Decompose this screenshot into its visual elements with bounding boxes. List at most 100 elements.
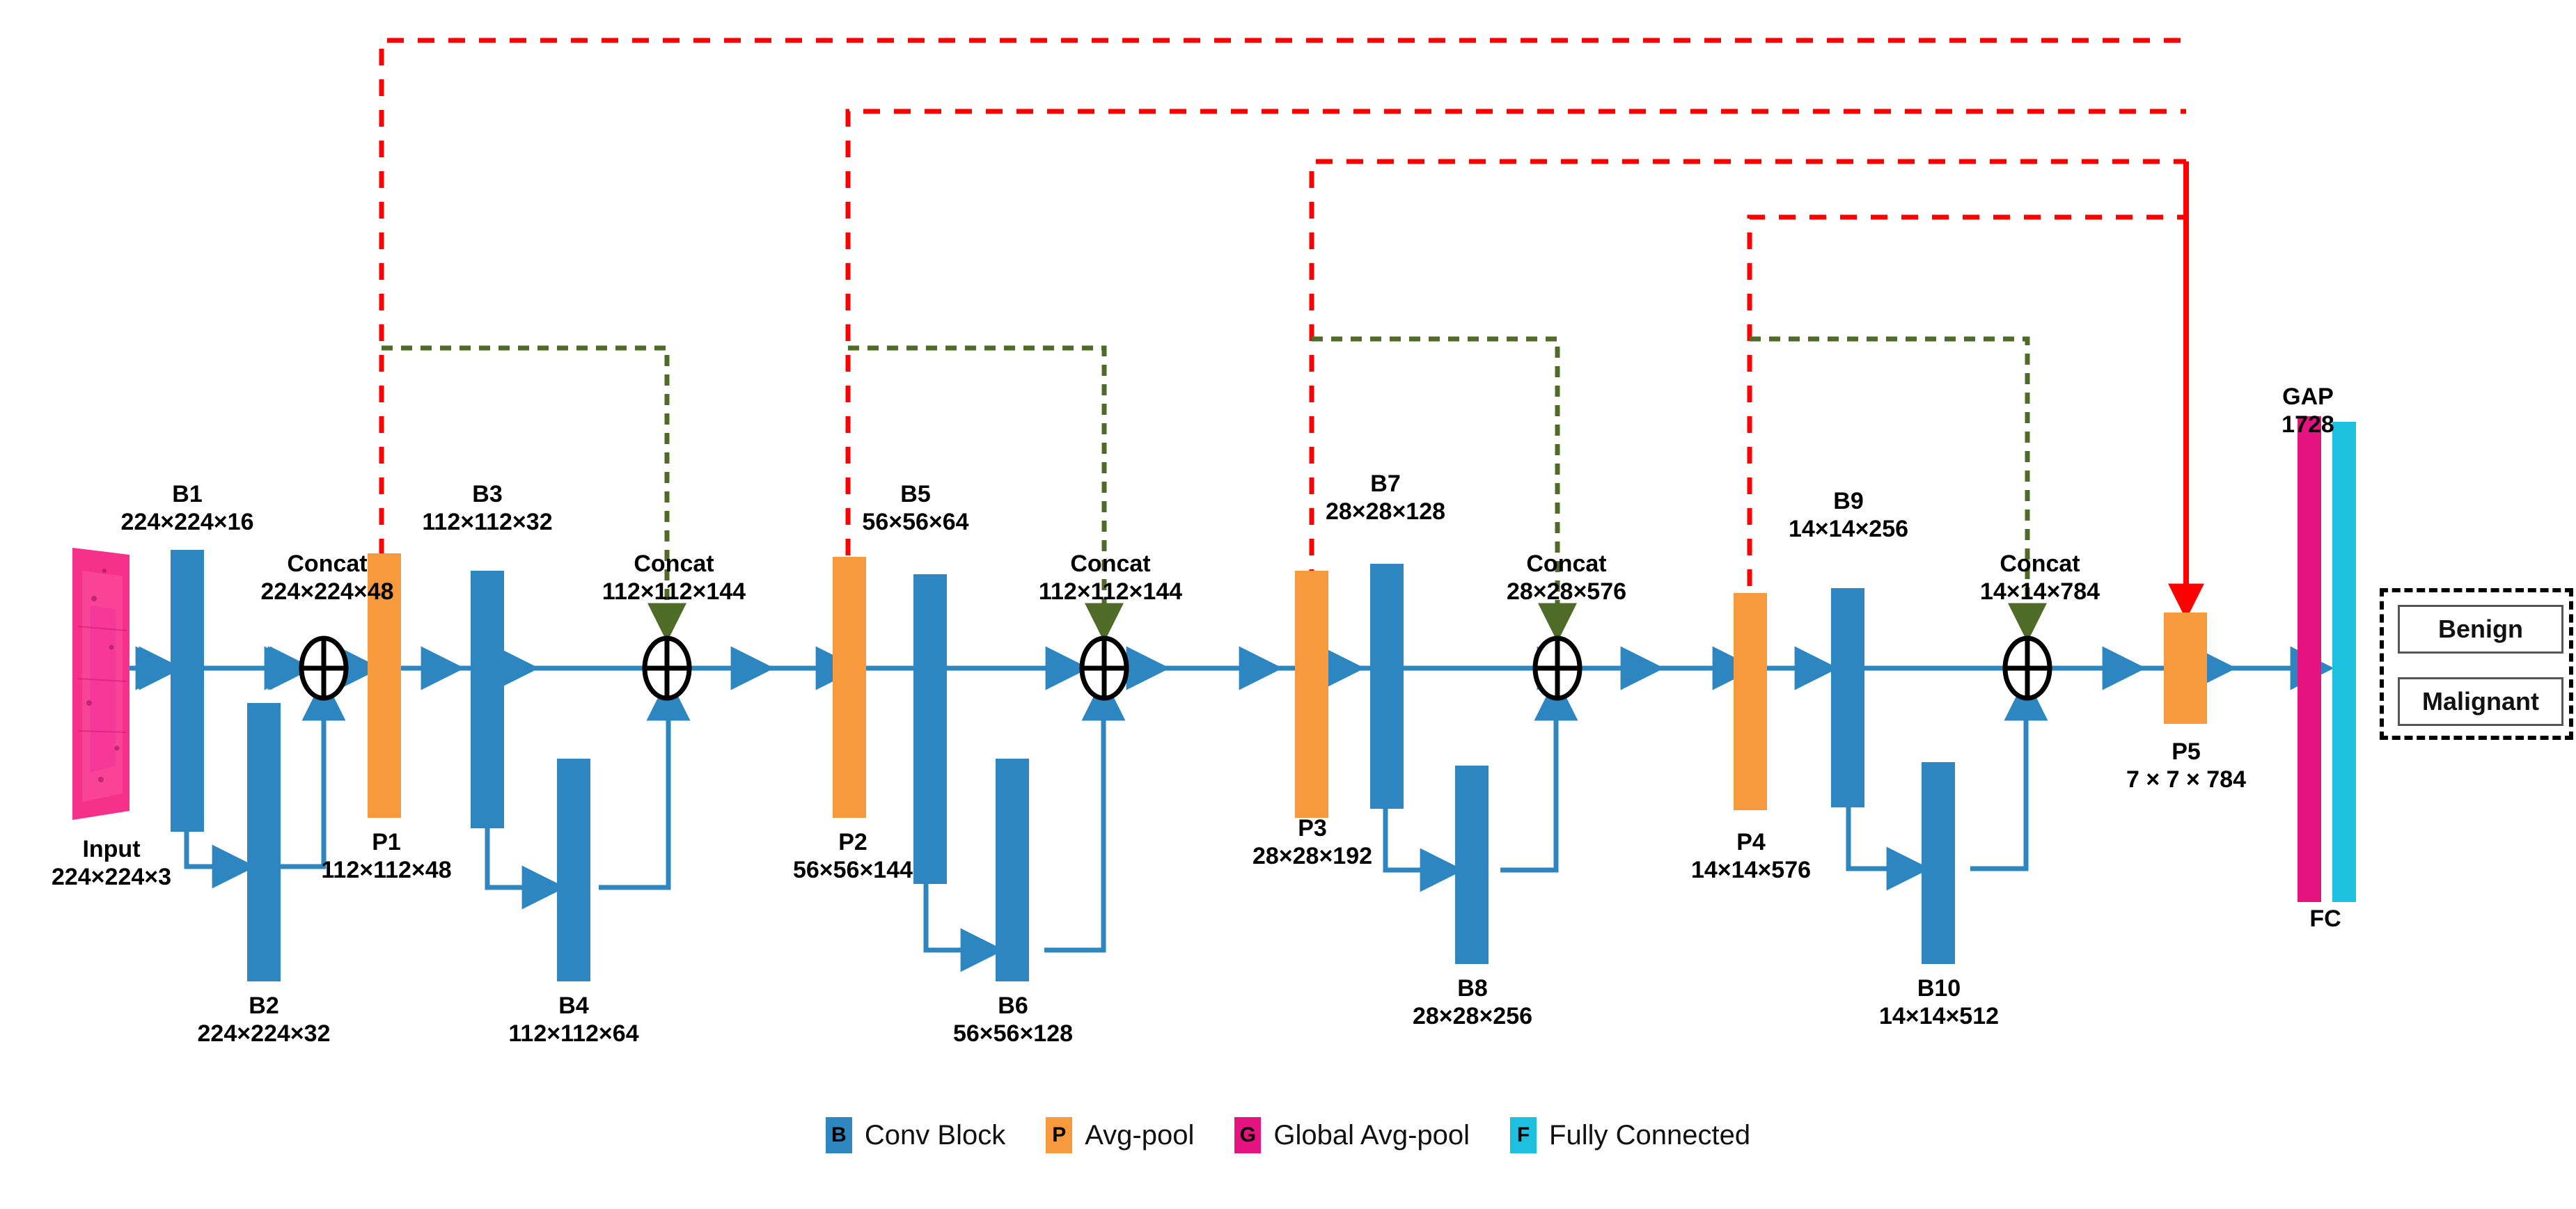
- block-B8: [1455, 766, 1489, 964]
- concat-5-name: Concat: [2000, 551, 2080, 577]
- legend-label-fully-connected: Fully Connected: [1549, 1119, 1751, 1151]
- branch-stage-5: [1846, 677, 2048, 891]
- label-concat-3: Concat 112×112×144: [1010, 550, 1211, 606]
- block-B2: [247, 703, 281, 981]
- B8-dims: 28×28×256: [1412, 1003, 1533, 1030]
- label-B3: B3 112×112×32: [393, 480, 581, 536]
- concat-node-2: [642, 635, 692, 701]
- concat-node-4: [1532, 635, 1582, 701]
- concat-2-name: Concat: [634, 551, 714, 577]
- gap-units: 1728: [2282, 411, 2334, 438]
- legend-item-avg-pool: P Avg-pool: [1046, 1117, 1194, 1153]
- concat-5-dims: 14×14×784: [1979, 578, 2100, 606]
- block-B6: [996, 759, 1029, 981]
- B3-dims: 112×112×32: [422, 509, 553, 536]
- B5-name: B5: [900, 481, 931, 507]
- B9-dims: 14×14×256: [1788, 516, 1909, 543]
- label-B7: B7 28×28×128: [1291, 470, 1479, 526]
- B1-dims: 224×224×16: [120, 509, 254, 536]
- block-P3: [1295, 571, 1328, 818]
- P1-dims: 112×112×48: [321, 857, 452, 884]
- block-FC: [2332, 422, 2356, 902]
- branch-stage-4: [1383, 677, 1578, 892]
- concat-node-5: [2002, 635, 2052, 701]
- B6-name: B6: [998, 993, 1028, 1019]
- label-B6: B6 56×56×128: [919, 992, 1107, 1048]
- P2-dims: 56×56×144: [792, 857, 913, 884]
- label-concat-1: Concat 224×224×48: [233, 550, 421, 606]
- legend-swatch-global-avg-pool: G: [1234, 1117, 1262, 1153]
- concat-4-name: Concat: [1526, 551, 1607, 577]
- P2-name: P2: [838, 829, 867, 855]
- block-B9: [1831, 588, 1864, 807]
- B9-name: B9: [1833, 488, 1864, 514]
- legend-label-global-avg-pool: Global Avg-pool: [1273, 1119, 1470, 1151]
- label-concat-4: Concat 28×28×576: [1466, 550, 1667, 606]
- block-B1: [171, 550, 204, 832]
- block-B5: [913, 574, 947, 884]
- concat-1-name: Concat: [287, 551, 368, 577]
- legend-item-fully-connected: F Fully Connected: [1510, 1117, 1750, 1153]
- B7-dims: 28×28×128: [1325, 498, 1446, 526]
- legend-item-conv-block: B Conv Block: [825, 1117, 1006, 1153]
- label-B1: B1 224×224×16: [93, 480, 281, 536]
- skip-connection-red-3: [1309, 159, 2186, 647]
- skip-connection-green-3: [1312, 336, 1577, 642]
- B8-name: B8: [1457, 975, 1488, 1002]
- concat-4-dims: 28×28×576: [1506, 578, 1627, 606]
- P4-name: P4: [1736, 829, 1766, 855]
- branch-stage-3: [923, 677, 1126, 972]
- B1-name: B1: [172, 481, 203, 507]
- block-P5: [2164, 613, 2207, 724]
- B6-dims: 56×56×128: [952, 1020, 1074, 1048]
- block-B7: [1370, 564, 1404, 809]
- B10-dims: 14×14×512: [1878, 1003, 2000, 1030]
- block-GAP: [2298, 416, 2321, 902]
- skip-connection-green-4: [1750, 336, 2047, 642]
- B3-name: B3: [472, 481, 503, 507]
- label-input: Input 224×224×3: [17, 835, 205, 891]
- P5-dims: 7 × 7 × 784: [2126, 766, 2247, 793]
- block-P1: [368, 553, 401, 818]
- concat-2-dims: 112×112×144: [602, 578, 746, 606]
- P3-name: P3: [1298, 815, 1327, 841]
- legend-swatch-avg-pool: P: [1046, 1117, 1073, 1153]
- input-dims: 224×224×3: [51, 864, 172, 891]
- concat-node-1: [299, 635, 349, 701]
- class-malignant[interactable]: Malignant: [2398, 677, 2563, 726]
- concat-node-3: [1079, 635, 1129, 701]
- label-B9: B9 14×14×256: [1754, 487, 1942, 543]
- B5-dims: 56×56×64: [862, 509, 969, 536]
- P5-name: P5: [2171, 738, 2201, 765]
- P1-name: P1: [372, 829, 401, 855]
- branch-stage-1: [184, 677, 346, 889]
- class-benign[interactable]: Benign: [2398, 605, 2563, 654]
- legend-label-conv-block: Conv Block: [864, 1119, 1006, 1151]
- label-B5: B5 56×56×64: [822, 480, 1010, 536]
- concat-1-dims: 224×224×48: [260, 578, 394, 606]
- output-classes-container: Benign Malignant: [2380, 588, 2573, 740]
- legend-item-global-avg-pool: G Global Avg-pool: [1234, 1117, 1470, 1153]
- concat-3-dims: 112×112×144: [1038, 578, 1183, 606]
- label-GAP: GAP 1728: [2221, 383, 2395, 438]
- label-P4: P4 14×14×576: [1657, 828, 1845, 884]
- block-B10: [1922, 762, 1955, 964]
- legend: B Conv Block P Avg-pool G Global Avg-poo…: [0, 1117, 2576, 1153]
- label-FC: FC: [2256, 905, 2395, 933]
- skip-connection-green-2: [848, 345, 1124, 642]
- B4-name: B4: [558, 993, 589, 1019]
- label-concat-2: Concat 112×112×144: [573, 550, 775, 606]
- P4-dims: 14×14×576: [1690, 857, 1812, 884]
- skip-connection-red-1: [379, 38, 2186, 647]
- input-name: Input: [82, 836, 141, 862]
- label-P1: P1 112×112×48: [292, 828, 480, 884]
- B7-name: B7: [1370, 471, 1401, 497]
- B2-dims: 224×224×32: [197, 1020, 331, 1048]
- skip-connection-red-4: [1747, 214, 2186, 647]
- B10-name: B10: [1917, 975, 1961, 1002]
- branch-stage-2: [485, 677, 691, 910]
- B2-name: B2: [249, 993, 279, 1019]
- legend-label-avg-pool: Avg-pool: [1085, 1119, 1195, 1151]
- label-B8: B8 28×28×256: [1379, 974, 1566, 1030]
